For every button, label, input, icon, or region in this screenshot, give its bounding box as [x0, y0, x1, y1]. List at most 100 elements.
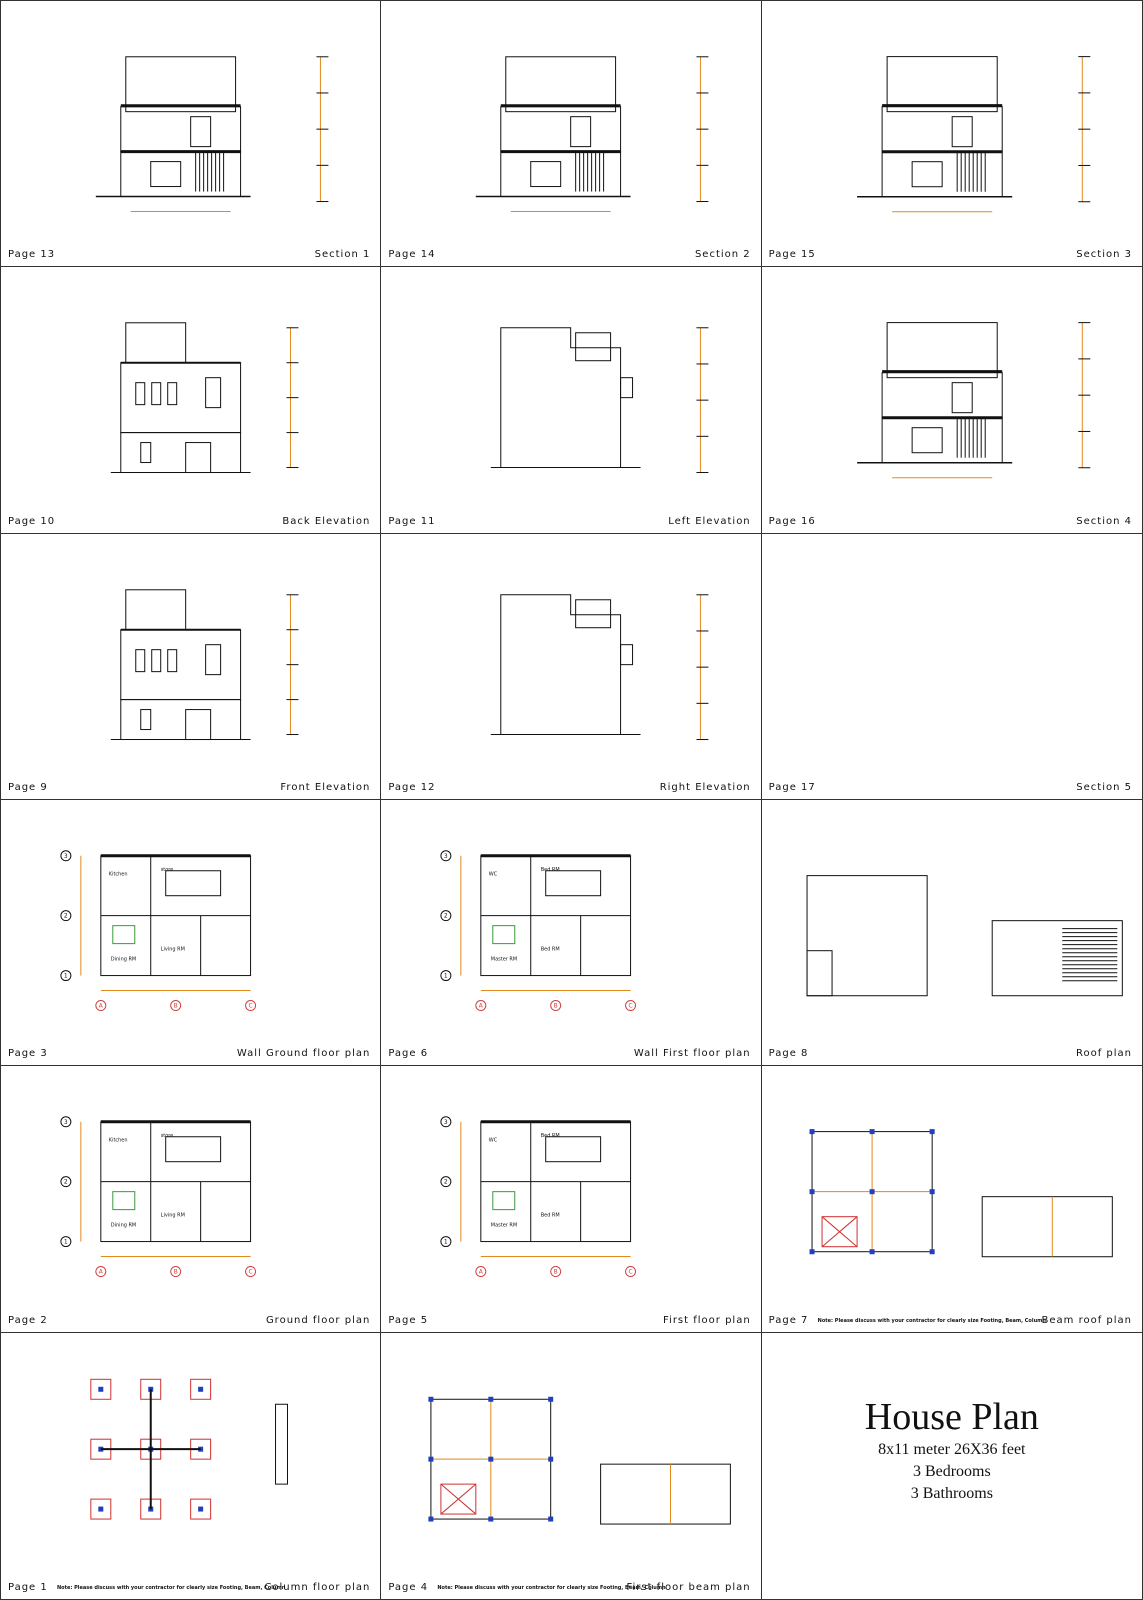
cover-title: House Plan — [864, 1395, 1039, 1438]
grid-bubble — [60, 970, 72, 982]
room-label: Dining RM — [111, 957, 136, 963]
grid-bubble — [95, 1000, 107, 1012]
roof-box — [575, 598, 612, 628]
grid-letter: A — [479, 1003, 484, 1010]
grid-bubble — [475, 1000, 487, 1012]
grid-letter: A — [99, 1003, 104, 1010]
sheet-title: Wall First floor plan — [633, 1048, 751, 1060]
grid-bubble — [475, 1266, 487, 1278]
room-label: Living RM — [161, 1213, 185, 1219]
drawing-side — [491, 593, 709, 740]
footing — [90, 1498, 112, 1520]
footing — [90, 1378, 112, 1400]
sheet-title: Roof plan — [1075, 1048, 1132, 1060]
drawing-side — [491, 327, 709, 474]
page-number: Page 4 — [388, 1582, 429, 1593]
page-number: Page 14 — [388, 249, 436, 261]
page-number: Page 10 — [8, 515, 56, 527]
grid-number: 1 — [64, 973, 68, 980]
drawing-elevation — [110, 322, 299, 474]
door — [570, 116, 592, 148]
opening-cross — [440, 1483, 477, 1515]
sheet-panel[interactable]: Page 8 Roof plan — [761, 800, 1142, 1067]
column — [809, 1249, 815, 1255]
column — [869, 1129, 875, 1135]
grid-number: 3 — [64, 853, 68, 860]
grid-bubble — [170, 1266, 182, 1278]
grid-bubble — [440, 1116, 452, 1128]
top-storey — [125, 588, 187, 630]
balcony — [620, 377, 634, 399]
contractor-note: Note: Please discuss with your contracto… — [817, 1317, 1046, 1324]
building-outline — [500, 593, 622, 735]
grid-bubble — [170, 1000, 182, 1012]
room-label: Living RM — [161, 947, 185, 953]
opening — [440, 1483, 477, 1515]
page-number: Page 7 — [768, 1314, 809, 1326]
sheet-title: Wall Ground floor plan — [236, 1048, 371, 1060]
sheet-title: Right Elevation — [659, 782, 751, 793]
room-label: Bed RM — [541, 867, 560, 873]
column — [98, 1506, 104, 1512]
window — [911, 427, 943, 454]
grid-letter: A — [479, 1269, 484, 1276]
window — [150, 161, 182, 188]
building-outline — [500, 327, 622, 468]
room-label: WC — [489, 1138, 498, 1144]
column — [488, 1396, 494, 1402]
page-number: Page 16 — [768, 515, 816, 527]
ground-storey — [120, 432, 242, 474]
contractor-note: Note: Please discuss with your contracto… — [437, 1585, 666, 1591]
column — [929, 1189, 935, 1195]
column — [488, 1516, 494, 1522]
upper-floor — [125, 56, 237, 113]
grid-number: 2 — [64, 1179, 68, 1186]
door — [951, 116, 973, 148]
page-number: Page 8 — [768, 1048, 809, 1060]
sheet-title: Section 3 — [1076, 249, 1132, 261]
furniture — [492, 1191, 516, 1211]
drawing-beam — [809, 1129, 1113, 1258]
first-storey — [120, 628, 242, 700]
column — [929, 1249, 935, 1255]
sheet-title: Back Elevation — [282, 515, 371, 527]
grid-number: 3 — [444, 853, 448, 860]
grid-letter: C — [249, 1269, 253, 1276]
window — [167, 648, 178, 672]
upper-floor — [505, 56, 617, 113]
sheet-title: Left Elevation — [668, 515, 751, 527]
upper-floor — [886, 56, 998, 113]
room-label: store — [161, 1133, 174, 1139]
grid-letter: B — [554, 1003, 558, 1010]
sheet-title: Ground floor plan — [265, 1314, 371, 1326]
grid-bubble — [440, 1236, 452, 1248]
column — [809, 1189, 815, 1195]
sheet-panel[interactable]: Page 10 Back Elevation — [1, 267, 382, 534]
window — [530, 161, 562, 188]
grid-number: 3 — [444, 1119, 448, 1126]
grid-bubble — [245, 1000, 257, 1012]
window — [151, 648, 162, 672]
furniture — [112, 925, 136, 945]
grid-letter: C — [629, 1269, 633, 1276]
column — [428, 1516, 434, 1522]
